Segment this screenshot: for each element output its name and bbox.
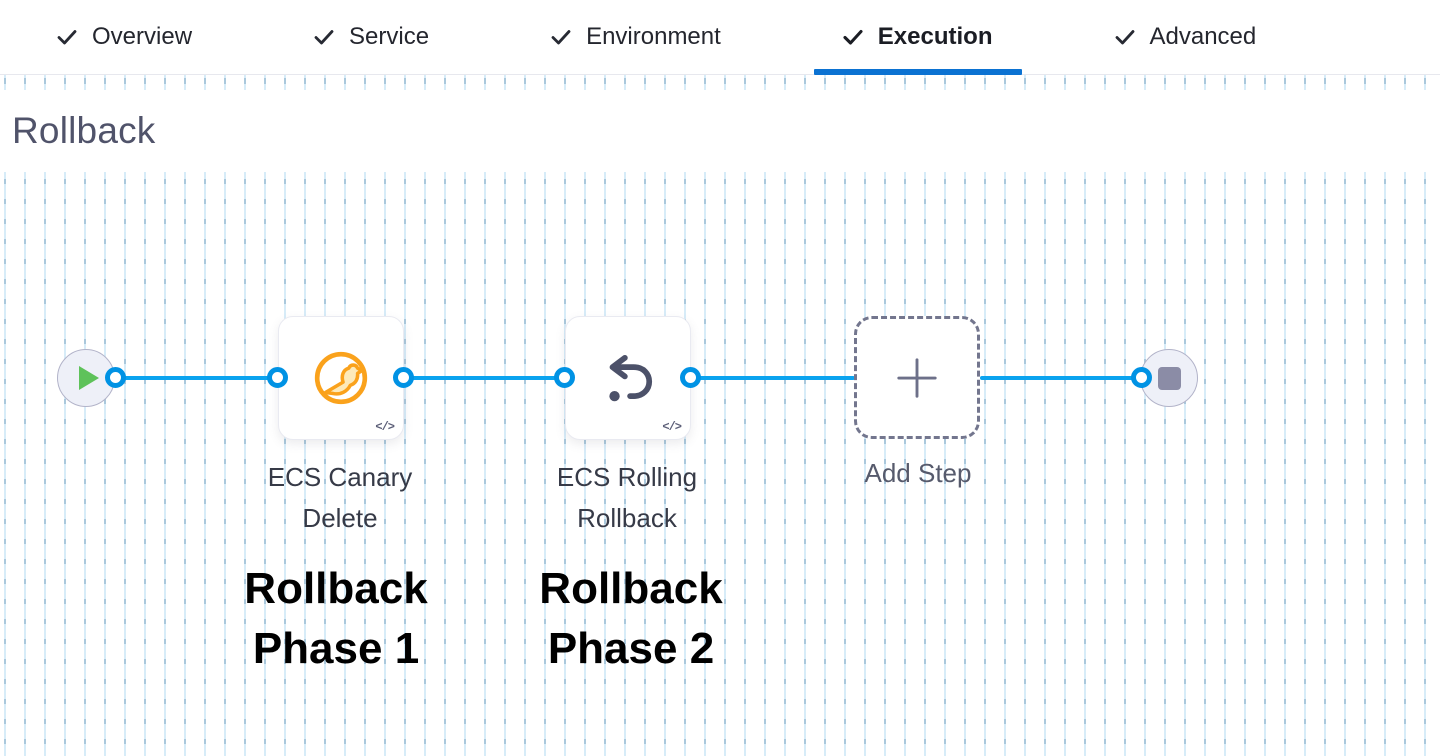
link-line-addstep-end xyxy=(980,376,1141,380)
step-name-label: ECS Rolling Rollback xyxy=(556,462,698,533)
step-card-ecs-canary-delete[interactable]: </> xyxy=(278,316,404,440)
end-node xyxy=(1140,349,1198,407)
section-title: Rollback xyxy=(12,110,156,151)
pipeline-canvas[interactable]: Rollback </> xyxy=(0,75,1440,756)
wizard-tabbar: Overview Service Environment Execution A… xyxy=(0,0,1440,75)
play-icon xyxy=(78,366,99,390)
code-icon: </> xyxy=(375,420,395,434)
stop-icon xyxy=(1157,366,1181,390)
tab-advanced[interactable]: Advanced xyxy=(1113,0,1257,74)
tab-label: Execution xyxy=(877,23,993,50)
connector-dot[interactable] xyxy=(105,367,126,388)
tab-execution[interactable]: Execution xyxy=(813,0,1022,75)
tab-label: Overview xyxy=(92,23,193,50)
check-icon xyxy=(843,29,863,45)
annotation-rollback-phase-2: Rollback Phase 2 xyxy=(539,564,723,673)
link-line-start-step1 xyxy=(115,376,277,380)
link-line-step2-addstep xyxy=(690,376,855,380)
connector-dot[interactable] xyxy=(393,367,414,388)
check-icon xyxy=(551,30,571,45)
connector-dot[interactable] xyxy=(554,367,575,388)
connector-dot[interactable] xyxy=(1131,367,1152,388)
step-card-ecs-rolling-rollback[interactable]: </> xyxy=(565,316,691,440)
tab-environment[interactable]: Environment xyxy=(549,0,721,74)
canary-icon xyxy=(314,351,368,405)
tab-service[interactable]: Service xyxy=(312,0,429,74)
connector-dot[interactable] xyxy=(680,367,701,388)
code-icon: </> xyxy=(662,420,682,434)
tab-label: Service xyxy=(349,23,430,50)
tab-label: Environment xyxy=(586,23,721,50)
tab-overview[interactable]: Overview xyxy=(55,0,192,74)
check-icon xyxy=(57,30,77,45)
add-step-button[interactable] xyxy=(854,316,980,439)
check-icon xyxy=(314,30,334,45)
annotation-rollback-phase-1: Rollback Phase 1 xyxy=(244,564,428,673)
link-line-step1-step2 xyxy=(403,376,564,380)
add-step-label[interactable]: Add Step xyxy=(864,458,972,488)
section-header: Rollback xyxy=(0,90,1440,172)
check-icon xyxy=(1115,30,1134,45)
rollback-icon xyxy=(609,354,653,402)
step-name-label: ECS Canary Delete xyxy=(267,462,413,533)
tab-label: Advanced xyxy=(1149,23,1257,50)
plus-icon xyxy=(897,357,937,398)
connector-dot[interactable] xyxy=(267,367,288,388)
